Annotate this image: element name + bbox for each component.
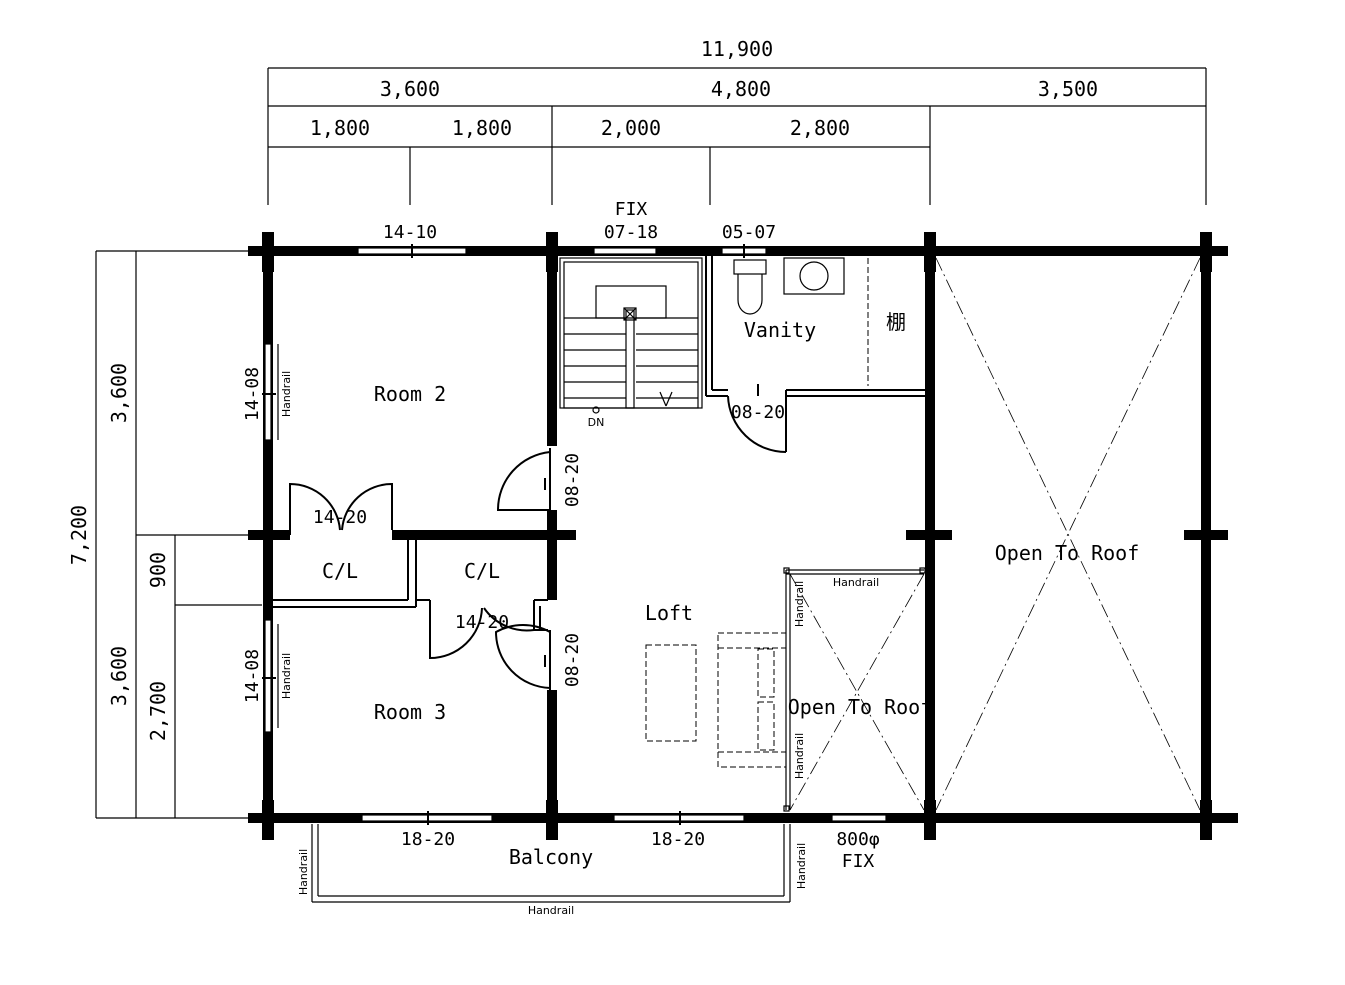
- stair-down-label: DN: [588, 416, 605, 429]
- room-labels: Room 2 Room 3 C/L C/L Loft Vanity 棚 Open…: [322, 310, 1139, 869]
- windows: [262, 244, 887, 825]
- door-vanity-label: 08-20: [731, 402, 785, 423]
- left-dimensions: 7,200 3,600 3,600 900 2,700: [67, 250, 262, 819]
- handrail-label-balcony-bottom: Handrail: [528, 904, 574, 917]
- doors: [289, 384, 787, 690]
- handrail-label-open-side2: Handrail: [793, 733, 806, 779]
- room-3-label: Room 3: [374, 700, 446, 724]
- dim-top-4800: 4,800: [711, 77, 771, 101]
- loft-label: Loft: [645, 601, 693, 625]
- door-room2-label: 08-20: [562, 453, 583, 507]
- dim-top-1800b: 1,800: [452, 116, 512, 140]
- window-round-label: 800φ: [836, 829, 880, 850]
- stairs: DN: [559, 257, 703, 429]
- balcony: [311, 824, 791, 903]
- window-07-18-label: 07-18: [604, 222, 658, 243]
- handrail-label-open-side1: Handrail: [793, 581, 806, 627]
- dim-top-total: 11,900: [701, 37, 773, 61]
- fix-label: FIX: [615, 199, 648, 220]
- opening-labels: 14-10 FIX 07-18 05-07 14-08 14-08 08-20 …: [242, 199, 880, 872]
- shelf-label: 棚: [886, 310, 906, 334]
- dim-left-900: 900: [146, 552, 170, 588]
- dim-top-3600: 3,600: [380, 77, 440, 101]
- open-to-roof-small-label: Open To Roof: [788, 695, 933, 719]
- door-closet2-label: 14-20: [455, 612, 509, 633]
- top-dimensions: 11,900 3,600 4,800 3,500 1,800 1,800 2,0…: [267, 37, 1207, 205]
- dim-top-1800a: 1,800: [310, 116, 370, 140]
- dim-left-3600a: 3,600: [107, 363, 131, 423]
- closet-1-label: C/L: [322, 559, 358, 583]
- window-round-fix-label: FIX: [842, 851, 875, 872]
- open-to-roof-areas: [783, 257, 1201, 812]
- dim-left-3600b: 3,600: [107, 646, 131, 706]
- handrail-label-balcony-right: Handrail: [795, 843, 808, 889]
- handrail-label-room2: Handrail: [280, 371, 293, 417]
- handrail-label-room3: Handrail: [280, 653, 293, 699]
- handrail-label-open-top: Handrail: [833, 576, 879, 589]
- window-14-10-label: 14-10: [383, 222, 437, 243]
- vanity-label: Vanity: [744, 318, 816, 342]
- window-18-20-loft-label: 18-20: [651, 829, 705, 850]
- dim-top-2000: 2,000: [601, 116, 661, 140]
- room-2-label: Room 2: [374, 382, 446, 406]
- closet-2-label: C/L: [464, 559, 500, 583]
- open-to-roof-large-label: Open To Roof: [995, 541, 1140, 565]
- dim-top-3500: 3,500: [1038, 77, 1098, 101]
- handrail-labels: Handrail Handrail Handrail Handrail Hand…: [280, 371, 879, 917]
- vanity-fixtures: [733, 257, 845, 315]
- window-18-20-room3-label: 18-20: [401, 829, 455, 850]
- dim-left-total: 7,200: [67, 505, 91, 565]
- window-05-07-label: 05-07: [722, 222, 776, 243]
- window-14-08-room2-label: 14-08: [242, 367, 263, 421]
- window-14-08-room3-label: 14-08: [242, 649, 263, 703]
- dim-top-2800: 2,800: [790, 116, 850, 140]
- door-closet1-label: 14-20: [313, 507, 367, 528]
- balcony-label: Balcony: [509, 845, 593, 869]
- posts: [262, 232, 1212, 840]
- loft-furniture: [645, 632, 787, 768]
- door-room3-label: 08-20: [562, 633, 583, 687]
- dim-left-2700: 2,700: [146, 681, 170, 741]
- handrail-label-balcony-left: Handrail: [297, 849, 310, 895]
